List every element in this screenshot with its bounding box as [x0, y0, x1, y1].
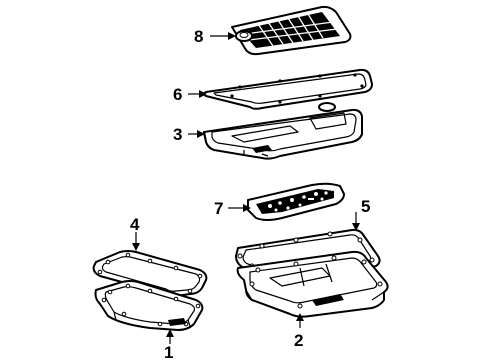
callout-4: 4	[130, 215, 140, 234]
callout-3: 3	[173, 125, 182, 144]
part-3-oil-pan	[203, 102, 363, 160]
callout-5: 5	[361, 197, 370, 216]
callout-7: 7	[214, 199, 223, 218]
leader-lines	[132, 32, 360, 344]
part-6-gasket	[203, 68, 373, 110]
part-8-filter	[231, 5, 352, 56]
callout-8: 8	[194, 27, 203, 46]
part-4-gasket	[92, 250, 208, 298]
part-7-separator-plate	[247, 182, 345, 221]
callout-1: 1	[164, 343, 173, 360]
part-2-oil-pan	[236, 250, 389, 318]
callout-6: 6	[173, 85, 182, 104]
callout-2: 2	[294, 331, 303, 350]
part-1-oil-pan	[94, 280, 204, 331]
